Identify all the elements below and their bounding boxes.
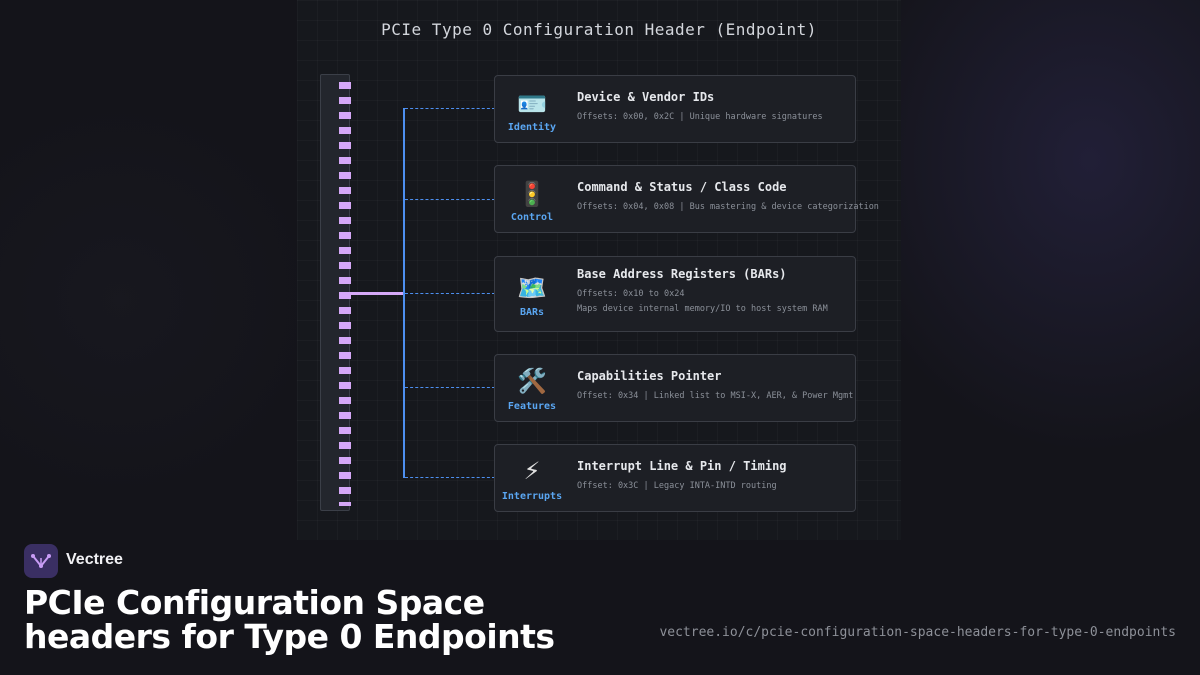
headline-line-1: PCIe Configuration Space xyxy=(24,583,485,622)
source-url[interactable]: vectree.io/c/pcie-configuration-space-he… xyxy=(659,625,1176,640)
card-tag: Control xyxy=(510,212,554,223)
diagram-title: PCIe Type 0 Configuration Header (Endpoi… xyxy=(381,20,817,39)
card-detail: Maps device internal memory/IO to host s… xyxy=(577,304,828,314)
card-detail: Offsets: 0x00, 0x2C | Unique hardware si… xyxy=(577,112,823,122)
card-title: Device & Vendor IDs xyxy=(577,90,715,104)
branch-line-bars xyxy=(405,293,495,294)
branch-line-interrupts xyxy=(405,477,495,478)
branch-line-identity xyxy=(405,108,495,109)
card-features: 🛠️ Features Capabilities Pointer Offset:… xyxy=(494,354,856,422)
vectree-logo-icon xyxy=(24,544,58,578)
map-icon: 🗺️ xyxy=(517,274,547,302)
card-tag: Features xyxy=(507,401,557,412)
card-detail: Offset: 0x34 | Linked list to MSI-X, AER… xyxy=(577,391,854,401)
traffic-light-icon: 🚦 xyxy=(517,180,547,208)
card-control: 🚦 Control Command & Status / Class Code … xyxy=(494,165,879,233)
headline-line-2: headers for Type 0 Endpoints xyxy=(24,617,555,656)
connector-trunk xyxy=(403,108,405,478)
register-connector xyxy=(351,292,405,295)
card-tag: BARs xyxy=(519,307,545,318)
card-tag: Identity xyxy=(507,122,557,133)
card-bars: 🗺️ BARs Base Address Registers (BARs) Of… xyxy=(494,256,856,332)
branch-line-control xyxy=(405,199,495,200)
card-detail: Offsets: 0x10 to 0x24 xyxy=(577,289,685,299)
card-detail: Offsets: 0x04, 0x08 | Bus mastering & de… xyxy=(577,202,879,212)
id-card-icon: 🪪 xyxy=(517,90,547,118)
card-title: Base Address Registers (BARs) xyxy=(577,267,787,281)
register-cells xyxy=(339,82,351,506)
tools-icon: 🛠️ xyxy=(517,367,547,395)
lightning-icon: ⚡ xyxy=(523,457,541,485)
card-identity: 🪪 Identity Device & Vendor IDs Offsets: … xyxy=(494,75,856,143)
brand-name: Vectree xyxy=(66,551,123,568)
card-title: Capabilities Pointer xyxy=(577,369,722,383)
branch-line-features xyxy=(405,387,495,388)
card-tag: Interrupts xyxy=(501,491,563,502)
card-title: Interrupt Line & Pin / Timing xyxy=(577,459,787,473)
card-title: Command & Status / Class Code xyxy=(577,180,787,194)
card-interrupts: ⚡ Interrupts Interrupt Line & Pin / Timi… xyxy=(494,444,856,512)
page-headline: PCIe Configuration Space headers for Typ… xyxy=(24,586,604,654)
card-detail: Offset: 0x3C | Legacy INTA-INTD routing xyxy=(577,481,777,491)
